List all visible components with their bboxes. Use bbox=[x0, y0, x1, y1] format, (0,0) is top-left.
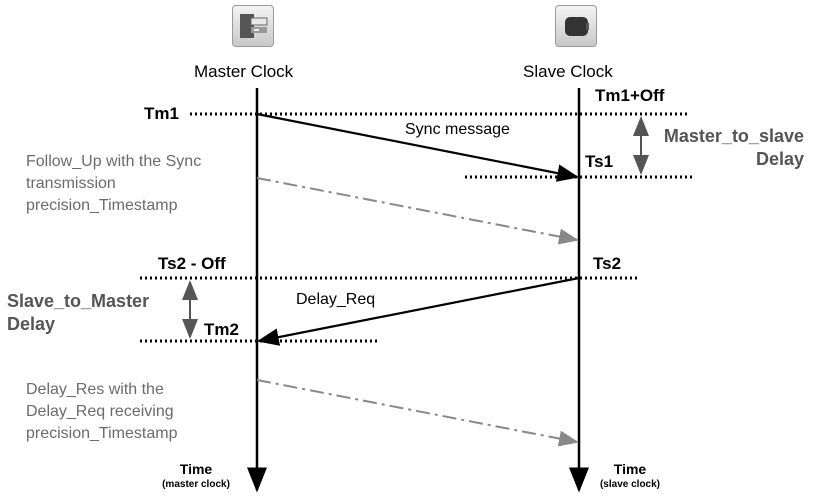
delay-req-label: Delay_Req bbox=[296, 291, 376, 308]
master-time-label: Time bbox=[179, 461, 213, 477]
delay-res-arrow bbox=[256, 379, 579, 447]
master-time-sub: (master clock) bbox=[162, 479, 230, 490]
ts1-label: Ts1 bbox=[585, 152, 614, 171]
delay-req-arrow bbox=[256, 276, 580, 346]
tm1-off-label: Tm1+Off bbox=[595, 86, 665, 105]
delay-res-label: Delay_Res with the Delay_Req receiving p… bbox=[26, 381, 178, 442]
master-to-slave-delay-label: Master_to_slave Delay bbox=[663, 126, 804, 169]
sync-message-label: Sync message bbox=[405, 121, 510, 138]
master-clock-icon bbox=[232, 5, 274, 47]
slave-time-axis-label: Time (slave clock) bbox=[584, 462, 676, 492]
slave-time-sub: (slave clock) bbox=[599, 479, 661, 490]
tm2-label: Tm2 bbox=[204, 320, 239, 339]
ts2-label: Ts2 bbox=[593, 254, 622, 273]
master-time-axis-label: Time (master clock) bbox=[147, 462, 245, 492]
follow-up-label: Follow_Up with the Sync transmission pre… bbox=[26, 153, 202, 214]
ts2-off-label: Ts2 - Off bbox=[158, 254, 226, 273]
slave-clock-icon bbox=[555, 5, 597, 47]
sync-message-arrow bbox=[256, 112, 580, 182]
master-clock-label: Master Clock bbox=[194, 62, 294, 81]
slave-time-label: Time bbox=[613, 461, 647, 477]
slave-to-master-delay-label: Slave_to_Master Delay bbox=[7, 291, 150, 334]
tm1-label: Tm1 bbox=[144, 104, 179, 123]
follow-up-arrow bbox=[256, 177, 579, 245]
slave-clock-label: Slave Clock bbox=[523, 62, 613, 81]
